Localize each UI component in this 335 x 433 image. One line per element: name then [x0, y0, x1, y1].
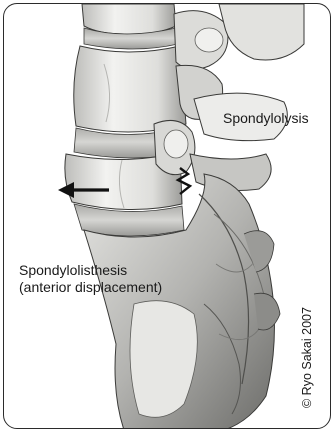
copyright-credit: © Ryo Sakai 2007 — [300, 307, 314, 408]
spondylolisthesis-label-line2: (anterior displacement) — [19, 279, 162, 296]
spondylolisthesis-label: Spondylolisthesis (anterior displacement… — [19, 262, 162, 296]
spondylolisthesis-label-line1: Spondylolisthesis — [19, 262, 162, 279]
upper-vertebra — [82, 4, 178, 49]
spine-illustration — [4, 4, 331, 429]
spondylolysis-label: Spondylolysis — [223, 110, 309, 127]
illustration-frame: Spondylolysis Spondylolisthesis (anterio… — [3, 3, 331, 429]
